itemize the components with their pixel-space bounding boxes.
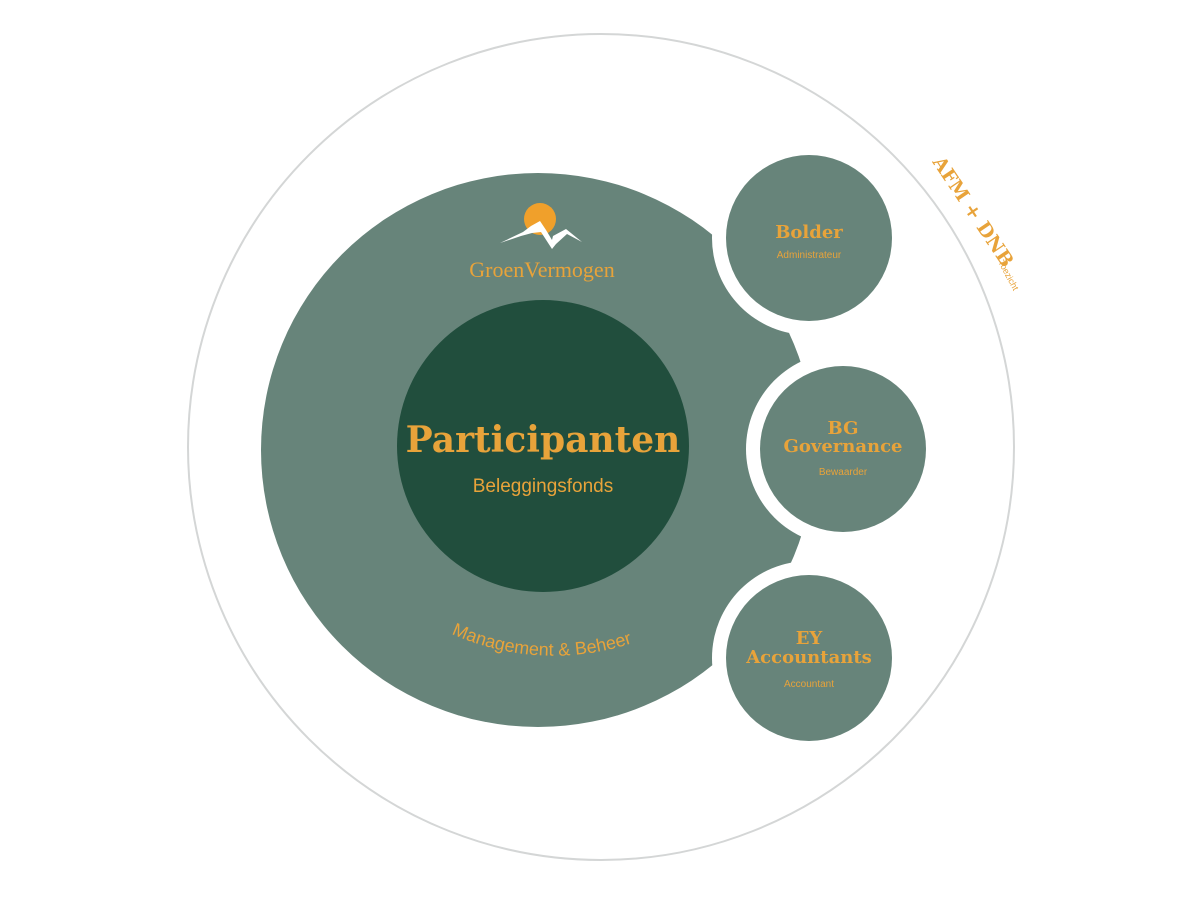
participants-subtitle: Beleggingsfonds [473,476,614,497]
groenvermogen-logo: GroenVermogen [469,203,615,282]
satellite-ey-text: EY Accountants Accountant [745,628,872,690]
logo-wordmark: GroenVermogen [469,257,614,282]
satellite-title: Bolder [775,222,843,243]
satellite-bg-text: BG Governance Bewaarder [783,418,902,478]
satellite-ey-accountants [726,575,892,741]
satellite-title-line2: Accountants [745,647,872,668]
satellite-role: Bewaarder [819,467,868,478]
satellite-role: Accountant [784,679,834,690]
satellite-role: Administrateur [777,250,842,261]
satellite-bg-governance [760,366,926,532]
satellite-title-line2: Governance [783,436,902,457]
satellite-bolder [726,155,892,321]
satellite-bolder-text: Bolder Administrateur [775,222,843,261]
mountain-icon [500,221,582,249]
satellite-title-line1: EY [796,628,824,649]
participants-title: Participanten [406,419,681,461]
supervision-sublabel: Toezicht [996,258,1021,292]
participants-circle [397,300,689,592]
satellite-title-line1: BG [828,418,859,439]
